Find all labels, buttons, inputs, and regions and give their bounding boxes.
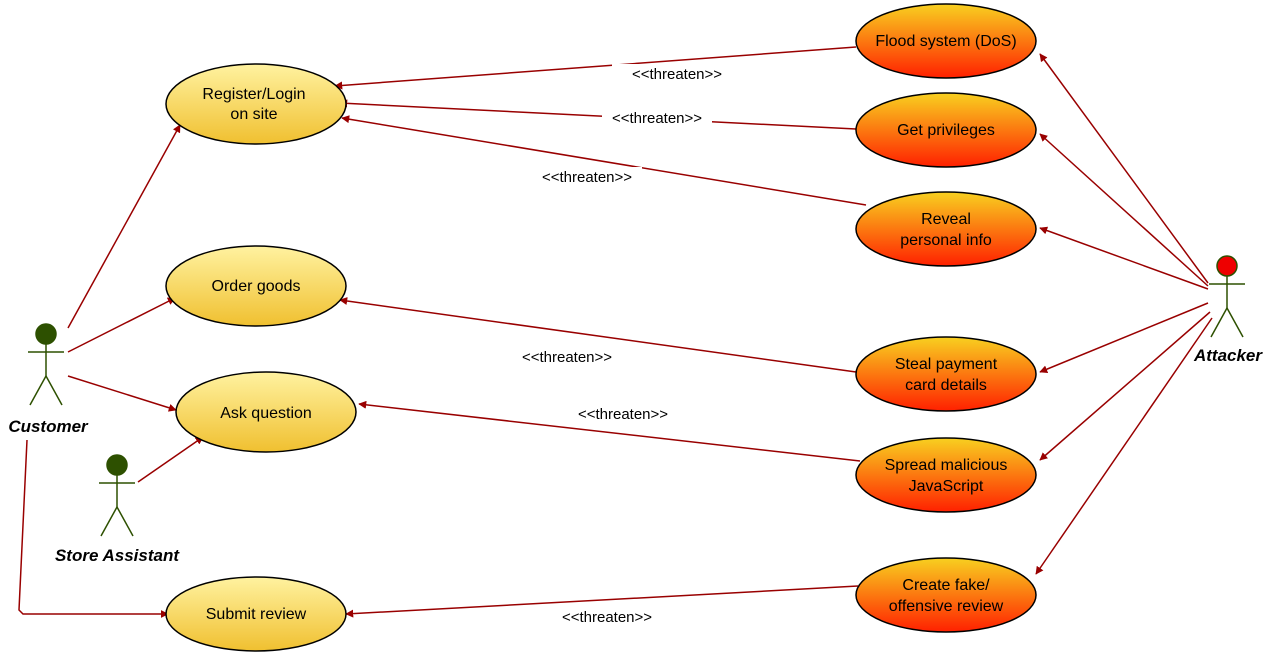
misuse-case-label: Get privileges [897, 122, 995, 139]
threaten-flood-register [334, 46, 857, 90]
link-attacker-privileges [1039, 133, 1209, 287]
threaten-spread-ask [358, 400, 861, 462]
misuse-case-reveal-info[interactable]: Reveal personal info [855, 191, 1037, 267]
misuse-case-spread-js[interactable]: Spread malicious JavaScript [855, 437, 1037, 513]
threaten-label: <<threaten>> [578, 406, 668, 423]
link-attacker-flood [1039, 53, 1209, 284]
link-customer-register [67, 124, 181, 329]
misuse-case-label: personal info [900, 232, 992, 249]
threaten-reveal-register [341, 115, 867, 206]
use-case-label: on site [230, 106, 277, 123]
actor-head [35, 323, 57, 345]
misuse-case-fake-review[interactable]: Create fake/ offensive review [855, 557, 1037, 633]
threaten-labels: <<threaten>> <<threaten>> <<threaten>> <… [522, 64, 722, 626]
misuse-case-label: Spread malicious [885, 457, 1008, 474]
use-case-label: Ask question [220, 405, 312, 422]
misuse-case-label: Steal payment [895, 356, 998, 373]
actor-attacker[interactable] [1209, 255, 1245, 338]
misuse-case-steal-payment[interactable]: Steal payment card details [855, 336, 1037, 412]
use-case-label: Register/Login [202, 86, 305, 103]
link-attacker-spread [1039, 311, 1211, 461]
actor-store-assistant[interactable] [99, 454, 135, 537]
use-case-label: Order goods [212, 278, 301, 295]
link-attacker-steal [1039, 302, 1209, 373]
misuse-case-label: Create fake/ [902, 577, 990, 594]
misuse-case-get-privileges[interactable]: Get privileges [855, 92, 1037, 168]
threaten-label: <<threaten>> [562, 609, 652, 626]
threaten-label: <<threaten>> [542, 169, 632, 186]
misuse-case-flood-system[interactable]: Flood system (DoS) [855, 3, 1037, 79]
misuse-case-label: card details [905, 377, 987, 394]
threaten-label: <<threaten>> [612, 110, 702, 127]
threaten-label: <<threaten>> [522, 349, 612, 366]
misuse-case-label: offensive review [889, 598, 1004, 615]
threaten-fake-submit [345, 585, 859, 618]
actor-head [1216, 255, 1238, 277]
use-case-submit-review[interactable]: Submit review [165, 576, 347, 652]
threaten-steal-order [339, 297, 857, 373]
misuse-case-label: Flood system (DoS) [875, 33, 1016, 50]
actor-label-attacker: Attacker [1193, 346, 1263, 365]
link-customer-submit [18, 439, 169, 618]
link-customer-ask [67, 375, 177, 412]
use-case-order-goods[interactable]: Order goods [165, 245, 347, 327]
actor-label-customer: Customer [8, 417, 89, 436]
use-case-register-login[interactable]: Register/Login on site [165, 63, 347, 145]
connections [18, 46, 1213, 618]
misuse-case-label: JavaScript [909, 478, 984, 495]
link-attacker-reveal [1039, 226, 1209, 290]
actor-customer[interactable] [28, 323, 64, 406]
misuse-case-label: Reveal [921, 211, 971, 228]
use-case-label: Submit review [206, 606, 307, 623]
threaten-label: <<threaten>> [632, 66, 722, 83]
use-case-ask-question[interactable]: Ask question [175, 371, 357, 453]
link-assistant-ask [137, 436, 204, 483]
link-attacker-fake [1035, 317, 1213, 575]
actor-head [106, 454, 128, 476]
actor-label-store-assistant: Store Assistant [55, 546, 180, 565]
threaten-privileges-register [339, 99, 857, 130]
link-customer-order [67, 297, 176, 353]
